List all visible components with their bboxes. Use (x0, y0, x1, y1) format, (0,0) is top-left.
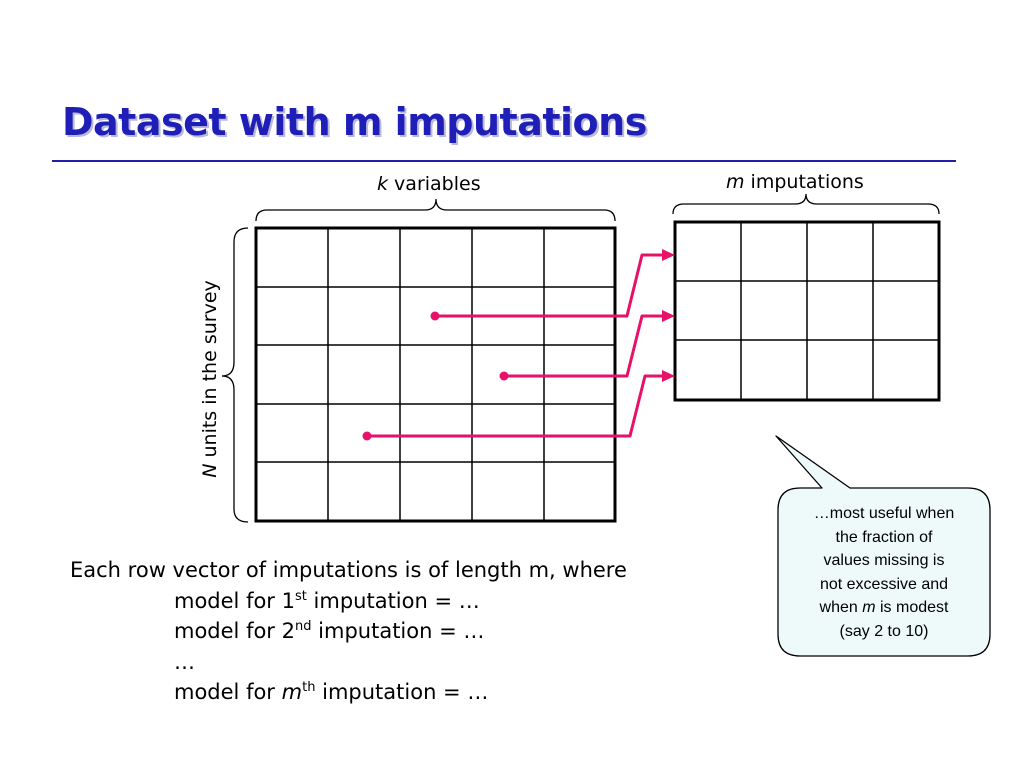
callout-line: values missing is (823, 552, 945, 569)
body-ellipsis: … (174, 649, 195, 674)
m-imputations-brace (672, 193, 940, 215)
body-text: Each row vector of imputations is of len… (70, 555, 627, 708)
body-model-line-m: model for mth imputation = … (70, 677, 627, 708)
arrow-head (662, 370, 675, 382)
n-units-brace (221, 227, 249, 523)
connector-line (435, 253, 664, 318)
callout-m-variable: m (862, 599, 876, 616)
model-line-m-variable: m (281, 680, 303, 704)
callout-bubble (775, 435, 991, 657)
body-intro: Each row vector of imputations is of len… (70, 558, 627, 582)
model-line-m-text: model for (174, 680, 282, 704)
model-line-1-suffix: imputation = … (306, 588, 480, 613)
m-variable-symbol: m (726, 171, 745, 193)
imputation-grid (673, 220, 941, 402)
body-model-line-2: model for 2nd imputation = … (70, 616, 627, 647)
body-model-line-1: model for 1st imputation = … (70, 586, 627, 617)
connector-arrows (362, 249, 675, 441)
n-variable-symbol: N (199, 463, 221, 478)
title-underline (52, 160, 956, 162)
callout-line-5-prefix: when (819, 599, 863, 616)
slide-title: Dataset with m imputations (62, 100, 647, 144)
callout-text: …most useful when the fraction of values… (780, 502, 988, 643)
arrow-head (662, 249, 675, 261)
k-variable-symbol: k (377, 173, 389, 195)
callout-line: the fraction of (835, 528, 933, 546)
callout-line: when m is modest (780, 596, 988, 620)
model-line-m-suffix: imputation = … (315, 680, 489, 704)
model-line-1-superscript: st (294, 588, 307, 604)
arrow-head (662, 310, 675, 322)
m-imputations-label: m imputations (726, 171, 864, 193)
callout-line-5-suffix: is modest (875, 599, 949, 616)
connector-line (504, 314, 664, 378)
n-units-label: N units in the survey (199, 279, 221, 479)
model-line-2-text: model for 2 (174, 619, 295, 643)
callout-line: …most useful when (813, 505, 955, 522)
m-imputations-text: imputations (744, 171, 864, 193)
connector-line (367, 374, 664, 438)
model-line-m-superscript: th (302, 680, 316, 695)
n-units-text: units in the survey (199, 280, 221, 464)
model-line-2-superscript: nd (294, 619, 312, 634)
callout-line: not excessive and (819, 575, 949, 593)
k-variables-brace (255, 198, 616, 222)
callout-line: (say 2 to 10) (839, 622, 929, 640)
model-line-2-suffix: imputation = … (311, 619, 485, 643)
k-variables-text: variables (388, 173, 481, 195)
model-line-1-text: model for 1 (174, 588, 295, 613)
k-variables-label: k variables (377, 173, 481, 195)
